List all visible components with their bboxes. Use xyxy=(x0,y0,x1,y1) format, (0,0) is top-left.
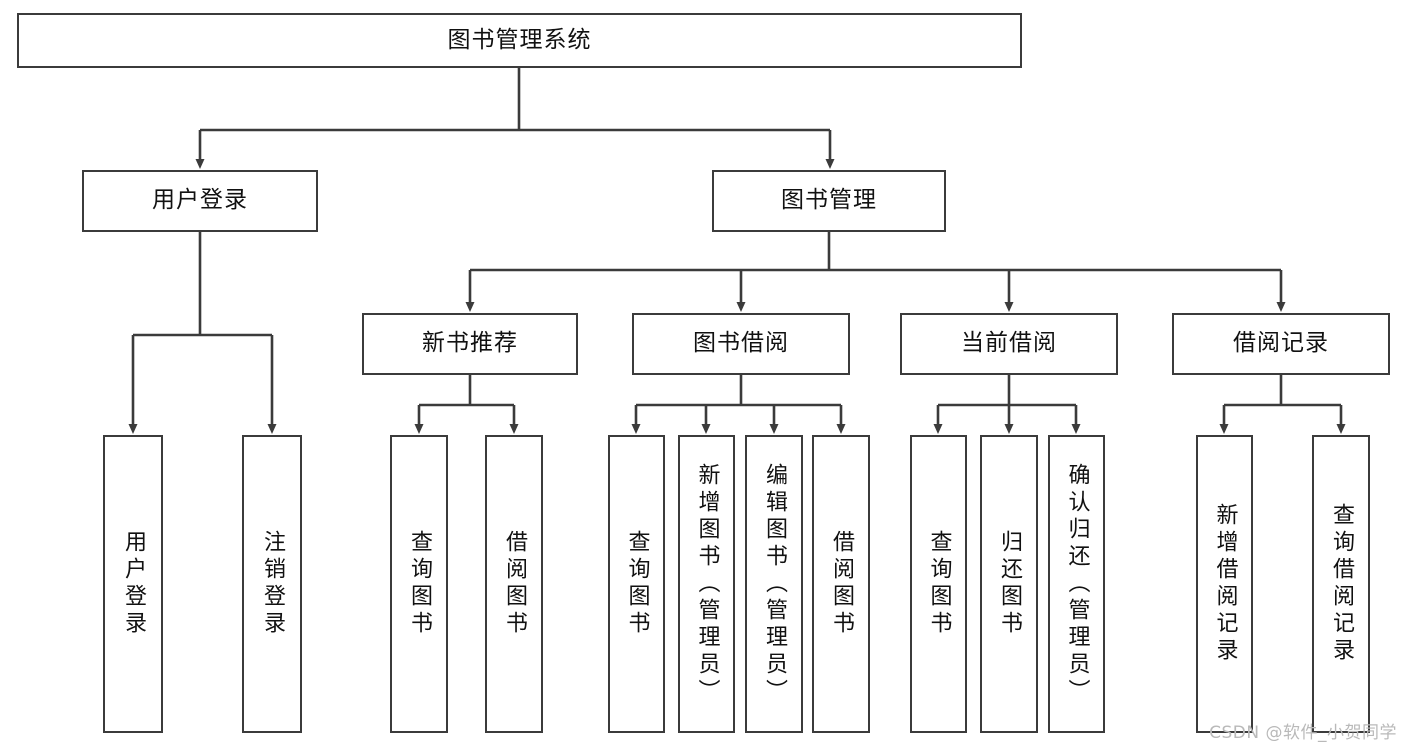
leaf-record-query-record-label: 查询借阅记录 xyxy=(1329,503,1354,665)
leaf-borrow-borrow-book[interactable]: 借阅图书 xyxy=(812,435,870,733)
leaf-current-query-book-label: 查询图书 xyxy=(926,530,952,638)
leaf-newbooks-query-book-label: 查询图书 xyxy=(407,530,432,638)
leaf-borrow-edit-book-admin[interactable]: 编辑图书（管理员） xyxy=(745,435,803,733)
node-borrow-record[interactable]: 借阅记录 xyxy=(1172,313,1390,375)
leaf-current-return-book[interactable]: 归还图书 xyxy=(980,435,1038,733)
leaf-user-login-label: 用户登录 xyxy=(121,530,146,638)
leaf-user-logout[interactable]: 注销登录 xyxy=(242,435,302,733)
node-book-management[interactable]: 图书管理 xyxy=(712,170,946,232)
node-root-label: 图书管理系统 xyxy=(447,26,592,53)
leaf-user-logout-label: 注销登录 xyxy=(260,530,285,638)
leaf-borrow-add-book-admin[interactable]: 新增图书（管理员） xyxy=(678,435,735,733)
node-book-borrow[interactable]: 图书借阅 xyxy=(632,313,850,375)
leaf-current-confirm-return-admin-label: 确认归还（管理员） xyxy=(1064,462,1090,706)
leaf-current-query-book[interactable]: 查询图书 xyxy=(910,435,967,733)
leaf-record-add-record[interactable]: 新增借阅记录 xyxy=(1196,435,1253,733)
leaf-newbooks-query-book[interactable]: 查询图书 xyxy=(390,435,448,733)
node-current-borrow[interactable]: 当前借阅 xyxy=(900,313,1118,375)
leaf-newbooks-borrow-book[interactable]: 借阅图书 xyxy=(485,435,543,733)
node-book-management-label: 图书管理 xyxy=(781,187,877,214)
leaf-borrow-query-book[interactable]: 查询图书 xyxy=(608,435,665,733)
node-book-borrow-label: 图书借阅 xyxy=(693,330,789,357)
leaf-borrow-query-book-label: 查询图书 xyxy=(624,530,650,638)
leaf-borrow-edit-book-admin-label: 编辑图书（管理员） xyxy=(762,462,787,706)
node-current-borrow-label: 当前借阅 xyxy=(961,330,1057,357)
csdn-watermark: CSDN @软件_小贺同学 xyxy=(1209,723,1397,743)
leaf-record-add-record-label: 新增借阅记录 xyxy=(1212,503,1238,665)
node-borrow-record-label: 借阅记录 xyxy=(1233,330,1329,357)
node-new-book-recommend[interactable]: 新书推荐 xyxy=(362,313,578,375)
leaf-borrow-add-book-admin-label: 新增图书（管理员） xyxy=(694,462,720,706)
leaf-borrow-borrow-book-label: 借阅图书 xyxy=(829,530,854,638)
node-user-login-label: 用户登录 xyxy=(152,187,248,214)
leaf-current-confirm-return-admin[interactable]: 确认归还（管理员） xyxy=(1048,435,1105,733)
node-new-book-recommend-label: 新书推荐 xyxy=(422,330,518,357)
leaf-record-query-record[interactable]: 查询借阅记录 xyxy=(1312,435,1370,733)
node-user-login[interactable]: 用户登录 xyxy=(82,170,318,232)
leaf-current-return-book-label: 归还图书 xyxy=(997,530,1022,638)
node-root[interactable]: 图书管理系统 xyxy=(17,13,1022,68)
leaf-user-login[interactable]: 用户登录 xyxy=(103,435,163,733)
leaf-newbooks-borrow-book-label: 借阅图书 xyxy=(502,530,527,638)
